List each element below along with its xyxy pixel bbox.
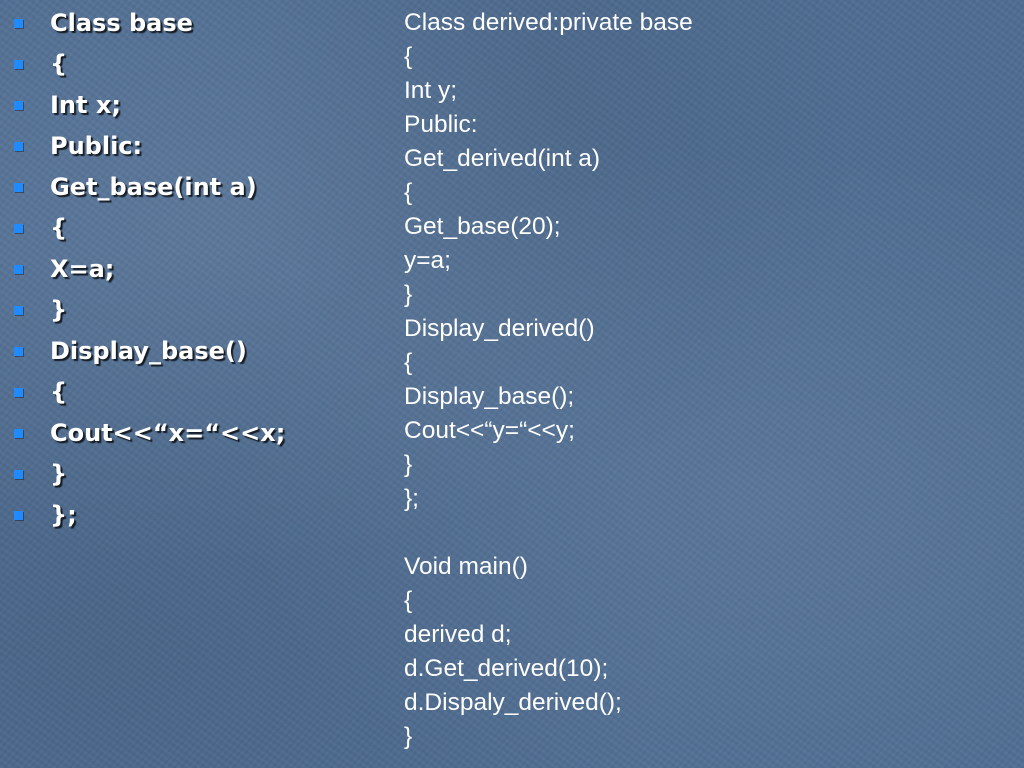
square-bullet-icon [14, 19, 23, 28]
base-class-code-list: Class base { Int x; Public: Get_base(int… [10, 6, 380, 539]
square-bullet-icon [14, 265, 23, 274]
square-bullet-icon [14, 183, 23, 192]
code-line: { [404, 179, 413, 206]
code-line: } [404, 281, 413, 308]
code-line: Class base [10, 6, 380, 47]
code-line: Int y; [404, 77, 458, 104]
square-bullet-icon [14, 470, 23, 479]
square-bullet-icon [14, 429, 23, 438]
code-line: Public: [404, 111, 478, 138]
code-line: Display_base() [10, 334, 380, 375]
code-line-text: Get_base(int a) [50, 173, 257, 201]
code-line-text: } [50, 460, 68, 488]
code-line: y=a; [404, 247, 451, 274]
code-line: Display_base(); [404, 383, 575, 410]
code-line: Cout<<“y=“<<y; [404, 417, 575, 444]
square-bullet-icon [14, 101, 23, 110]
code-line: X=a; [10, 252, 380, 293]
code-line: d.Get_derived(10); [404, 655, 609, 682]
code-line-text: { [50, 378, 68, 406]
code-line: Get_base(int a) [10, 170, 380, 211]
code-line-text: Class base [50, 9, 193, 37]
code-line-text: Cout<<“x=“<<x; [50, 419, 286, 447]
code-line: { [10, 375, 380, 416]
code-line-text: { [50, 214, 68, 242]
code-line-text: Display_base() [50, 337, 247, 365]
code-line: Public: [10, 129, 380, 170]
code-line-text: { [50, 50, 68, 78]
square-bullet-icon [14, 347, 23, 356]
square-bullet-icon [14, 511, 23, 520]
code-line-text: X=a; [50, 255, 115, 283]
square-bullet-icon [14, 388, 23, 397]
code-line: Int x; [10, 88, 380, 129]
code-line: { [404, 349, 413, 376]
code-line: Get_derived(int a) [404, 145, 601, 172]
code-line: { [404, 43, 413, 70]
code-line: } [10, 293, 380, 334]
code-line: Void main() [404, 553, 528, 580]
code-line: { [10, 47, 380, 88]
code-line-text: }; [50, 501, 77, 529]
derived-class-code-block: Class derived:private base { Int y; Publ… [404, 6, 1004, 754]
code-line: derived d; [404, 621, 512, 648]
code-line: }; [10, 498, 380, 539]
code-line: Display_derived() [404, 315, 595, 342]
code-line: }; [404, 485, 419, 512]
code-line-text: Public: [50, 132, 143, 160]
code-line: } [404, 451, 413, 478]
code-line: d.Dispaly_derived(); [404, 689, 622, 716]
square-bullet-icon [14, 224, 23, 233]
code-line: Get_base(20); [404, 213, 561, 240]
square-bullet-icon [14, 142, 23, 151]
square-bullet-icon [14, 306, 23, 315]
code-line: { [404, 587, 413, 614]
blank-line [404, 516, 1004, 550]
code-line-text: Int x; [50, 91, 121, 119]
code-line-text: } [50, 296, 68, 324]
square-bullet-icon [14, 60, 23, 69]
code-line: } [10, 457, 380, 498]
code-line: Class derived:private base [404, 9, 693, 36]
code-line: Cout<<“x=“<<x; [10, 416, 380, 457]
code-line: } [404, 723, 413, 750]
code-line: { [10, 211, 380, 252]
